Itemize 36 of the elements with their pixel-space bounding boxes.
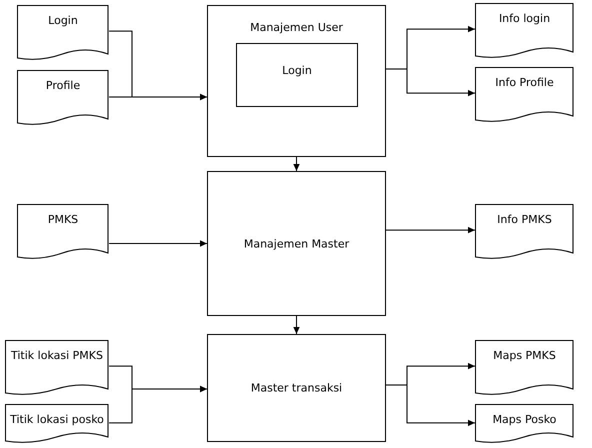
- document-shape: [17, 70, 109, 128]
- node-label: Titik lokasi posko: [9, 413, 105, 426]
- arrow: [108, 94, 208, 100]
- document-shape: [17, 204, 109, 262]
- process-box: [207, 171, 386, 316]
- arrow: [108, 386, 208, 424]
- node-label: Master transaksi: [250, 382, 344, 394]
- node-label: Profile: [44, 79, 82, 92]
- arrow: [293, 316, 300, 334]
- node-label: Login: [47, 14, 79, 27]
- document-shape: [5, 404, 109, 446]
- node-label: Login: [281, 64, 313, 77]
- process-box: [207, 5, 386, 157]
- process-box: [207, 334, 386, 442]
- document-shape: [475, 340, 574, 398]
- document-shape: [475, 204, 574, 262]
- node-label: Info PMKS: [496, 213, 553, 226]
- arrow: [386, 384, 476, 426]
- inner-box: [236, 43, 358, 107]
- node-label: Maps PMKS: [492, 349, 557, 362]
- document-shape: [17, 5, 109, 63]
- arrow: [386, 68, 476, 96]
- arrow: [293, 156, 300, 172]
- node-label: Manajemen Master: [242, 237, 350, 250]
- arrow: [108, 240, 208, 247]
- document-shape: [475, 404, 574, 446]
- node-label: PMKS: [46, 213, 80, 226]
- node-label: Maps Posko: [492, 413, 558, 426]
- node-label: Manajemen User: [249, 21, 344, 34]
- document-shape: [5, 340, 109, 398]
- node-label: Titik lokasi PMKS: [10, 349, 104, 362]
- node-label: Info login: [498, 12, 552, 25]
- node-label: Info Profile: [494, 76, 555, 89]
- arrow: [386, 226, 476, 234]
- document-shape: [475, 67, 574, 125]
- document-shape: [475, 3, 574, 61]
